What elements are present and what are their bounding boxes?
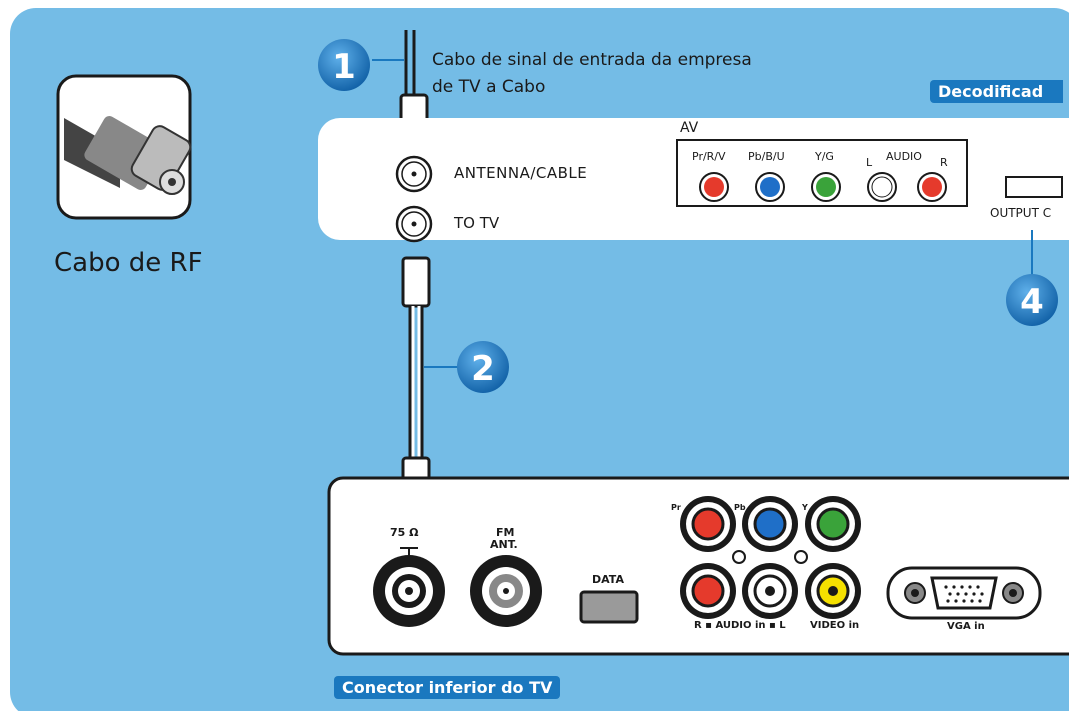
pr-label: Pr: [671, 503, 681, 512]
data-label: DATA: [592, 573, 624, 586]
step-2-number: 2: [471, 349, 495, 389]
y-g-label: Y/G: [815, 150, 834, 163]
step-4-number: 4: [1020, 282, 1044, 322]
tv-rca-pb: [742, 496, 798, 552]
tv-rca-pr: [680, 496, 736, 552]
av-input-box: [676, 139, 968, 207]
rf-cable-label: Cabo de RF: [54, 248, 203, 278]
decoder-rca-y: [811, 172, 841, 202]
decoder-rca-pb: [755, 172, 785, 202]
fm-label-line1: FM: [496, 526, 515, 539]
step-1-number: 1: [332, 47, 356, 87]
decoder-badge: Decodificad: [930, 80, 1064, 103]
ohm-label: 75 Ω: [390, 526, 419, 539]
panel-screw: [794, 550, 808, 564]
panel-screw: [732, 550, 746, 564]
tv-75-ohm-jack: [373, 547, 445, 627]
decoder-rca-audio-r: [917, 172, 947, 202]
to-tv-label: TO TV: [454, 214, 500, 232]
step1-caption-line2: de TV a Cabo: [432, 77, 546, 97]
decoder-rca-audio-l: [867, 172, 897, 202]
tv-connector-badge: Conector inferior do TV: [334, 676, 561, 699]
pr-r-v-label: Pr/R/V: [692, 150, 726, 163]
to-tv-jack: [395, 205, 433, 243]
tv-rca-audio-l: [742, 563, 798, 619]
antenna-cable-jack: [395, 155, 433, 193]
antenna-cable-label: ANTENNA/CABLE: [454, 164, 588, 182]
step-1-marker: 1: [318, 39, 370, 91]
output-label: OUTPUT C: [990, 206, 1052, 220]
step1-caption-line1: Cabo de sinal de entrada da empresa: [432, 50, 752, 70]
audio-r-label: R: [940, 156, 948, 169]
rf-cable-icon: [56, 74, 192, 220]
tv-vga-port: [886, 566, 1042, 620]
vga-in-label: VGA in: [947, 621, 985, 632]
audio-label: AUDIO: [886, 150, 922, 163]
tv-rca-y: [805, 496, 861, 552]
av-label: AV: [680, 120, 699, 136]
step-2-marker: 2: [457, 341, 509, 393]
video-in-label: VIDEO in: [810, 620, 860, 631]
audio-l-label: L: [866, 156, 873, 169]
tv-data-port: [579, 590, 639, 624]
output-port: [1005, 176, 1063, 198]
tv-rca-video: [805, 563, 861, 619]
y-label: Y: [802, 503, 808, 512]
decoder-panel: [318, 118, 1069, 240]
tv-fm-ant-jack: [470, 555, 542, 627]
tv-rca-audio-r: [680, 563, 736, 619]
pb-label: Pb: [734, 503, 746, 512]
decoder-rca-pr: [699, 172, 729, 202]
step-4-marker: 4: [1006, 274, 1058, 326]
pb-b-u-label: Pb/B/U: [748, 150, 785, 163]
fm-label-line2: ANT.: [490, 538, 518, 551]
audio-in-label: R ▪ AUDIO in ▪ L: [694, 620, 786, 631]
